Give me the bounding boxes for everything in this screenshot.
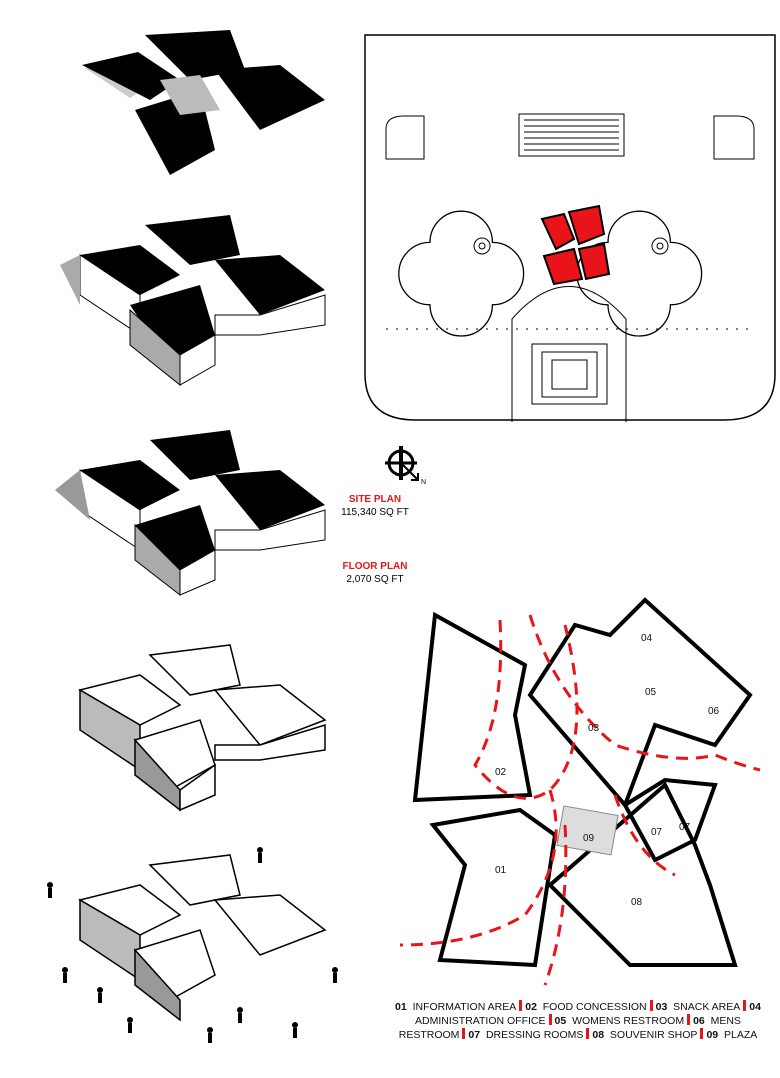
- site-plan-area: 115,340 SQ FT: [341, 507, 409, 518]
- axon-massing-shadow: [55, 430, 326, 597]
- room-label-02: 02: [495, 767, 507, 778]
- legend-name: ADMINISTRATION OFFICE: [415, 1015, 546, 1027]
- site-plan-caption: SITE PLAN 115,340 SQ FT: [340, 493, 410, 519]
- legend-num: 09: [706, 1029, 719, 1041]
- room-label-04: 04: [641, 633, 653, 644]
- room-01-outline: [429, 807, 558, 968]
- room-label-01: 01: [495, 865, 507, 876]
- site-logo-building: [540, 204, 611, 286]
- room-label-07a: 07: [651, 827, 663, 838]
- north-label: N: [421, 479, 427, 486]
- legend-separator: [462, 1028, 466, 1039]
- room-label-05: 05: [645, 687, 657, 698]
- room-label-03: 03: [588, 723, 600, 734]
- legend-separator: [743, 1000, 747, 1011]
- axon-roof-plan: [82, 30, 325, 175]
- circulation-path: [399, 614, 761, 986]
- floor-plan-title: FLOOR PLAN: [342, 561, 408, 572]
- legend-num: 05: [554, 1015, 567, 1027]
- legend-num: 03: [655, 1001, 668, 1013]
- axon-people-perspective: [47, 847, 338, 1043]
- room-08-outline: [547, 781, 738, 967]
- site-plan-drawing: [364, 34, 776, 422]
- legend-num: 06: [693, 1015, 705, 1027]
- legend-separator: [519, 1000, 523, 1011]
- room-03-outline: [527, 597, 753, 809]
- legend-num: 07: [468, 1029, 481, 1041]
- legend-name: MENS RESTROOM: [398, 1015, 741, 1041]
- axon-massing: [60, 215, 326, 387]
- legend-name: INFORMATION AREA: [412, 1001, 517, 1013]
- axon-cutaway: [78, 644, 327, 812]
- site-plan-title: SITE PLAN: [348, 494, 402, 505]
- legend-name: FOOD CONCESSION: [542, 1001, 647, 1013]
- legend-separator: [649, 1000, 653, 1011]
- legend-name: SNACK AREA: [673, 1001, 741, 1013]
- room-label-07b: 07: [679, 822, 691, 833]
- floor-plan-area: 2,070 SQ FT: [346, 574, 404, 585]
- legend-name: PLAZA: [723, 1029, 758, 1041]
- room-label-06: 06: [708, 706, 720, 717]
- legend-separator: [687, 1014, 691, 1025]
- room-07-outline: [622, 777, 718, 863]
- legend-num: 08: [592, 1029, 605, 1041]
- legend-name: WOMENS RESTROOM: [572, 1015, 685, 1027]
- axonometric-studies: [47, 30, 338, 1043]
- room-02-outline: [412, 611, 533, 803]
- fountain-right: [576, 210, 703, 337]
- legend-num: 01: [395, 1001, 407, 1013]
- legend-separator: [700, 1028, 704, 1039]
- legend-num: 02: [525, 1001, 537, 1013]
- fountain-left: [398, 210, 525, 337]
- legend-name: SOUVENIR SHOP: [609, 1029, 698, 1041]
- room-label-08: 08: [631, 897, 643, 908]
- room-label-09: 09: [583, 833, 595, 844]
- legend-separator: [548, 1014, 552, 1025]
- legend-separator: [586, 1028, 590, 1039]
- legend-name: DRESSING ROOMS: [485, 1029, 584, 1041]
- floor-plan-caption: FLOOR PLAN 2,070 SQ FT: [340, 560, 410, 586]
- floor-plan-drawing: 02 01 03 04 05 06 07 07 08 09: [399, 597, 761, 986]
- legend-num: 04: [749, 1001, 761, 1013]
- north-arrow-icon: [385, 446, 419, 481]
